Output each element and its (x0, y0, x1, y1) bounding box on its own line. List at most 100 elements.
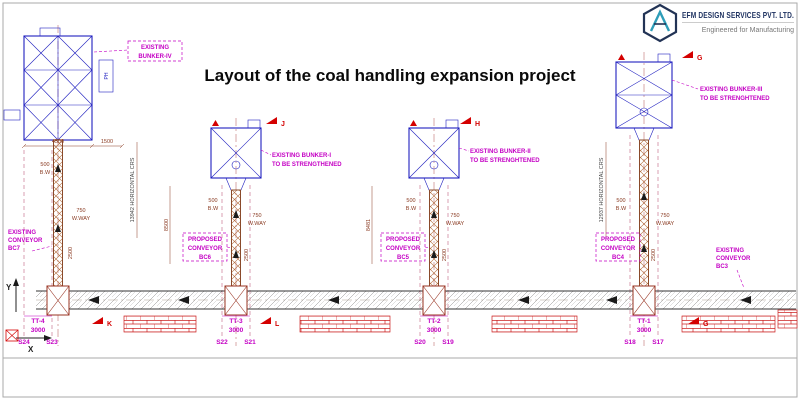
belt-width-label: 500 B.W 750 W.WAY (406, 198, 465, 227)
dim-bw: B.W (40, 170, 51, 176)
dim-1500: 1500 (101, 139, 113, 145)
flag-label: H (475, 121, 480, 128)
bunker-iv-structure: PH (3, 27, 114, 141)
label-line: BC7 (8, 246, 21, 252)
y-axis-label: Y (6, 283, 12, 292)
dim-wway: W.WAY (656, 221, 675, 227)
label-proposed-conveyor-bc6: PROPOSED CONVEYOR BC6 (182, 232, 232, 262)
brick-wall-5 (777, 309, 798, 329)
label-line: EXISTING (8, 230, 36, 236)
label-existing-bunker-ii: EXISTING BUNKER-II TO BE STRENGHTENED (458, 147, 540, 164)
pedestal (224, 285, 248, 316)
dim-crs-right: 12937 HORIZONTAL CRS (599, 157, 605, 222)
bunker-ii-structure (408, 119, 460, 191)
label-line: BC5 (397, 255, 410, 261)
flag-icon (266, 117, 277, 124)
y-axis-arrow-icon (13, 278, 19, 286)
flag-l: L (260, 317, 280, 328)
grid-marker-s21: S21 (244, 339, 256, 346)
flag-icon (688, 317, 699, 324)
label-line: EXISTING (716, 248, 744, 254)
dim-2500: 2500 (651, 249, 657, 261)
label-line: EXISTING (141, 45, 169, 51)
brick-walls (123, 309, 798, 333)
dimension-annotations: 4500 1500 13942 HORIZONTAL CRS 12937 HOR… (21, 139, 675, 264)
red-marker (618, 54, 625, 60)
tt-label: TT-1 (637, 318, 651, 325)
flag-icon (92, 317, 103, 324)
dim-2500: 2500 (442, 249, 448, 261)
label-existing-bunker-iii: EXISTING BUNKER-III TO BE STRENGHTENED (671, 79, 770, 102)
label-line: CONVEYOR (716, 256, 751, 262)
bunker-i-structure (210, 119, 262, 191)
origin-marker (5, 329, 19, 342)
dim-4500: 4500 (52, 139, 64, 145)
grid-marker-s17: S17 (652, 339, 664, 346)
label-line: BUNKER-IV (138, 54, 171, 60)
bunker-iii-structure (615, 53, 673, 141)
label-line: EXISTING BUNKER-III (700, 87, 763, 93)
efm-logo-icon (642, 3, 678, 43)
equipment-labels: EXISTING BUNKER-IV EXISTING BUNKER-I TO … (8, 40, 770, 289)
label-line: EXISTING BUNKER-I (272, 153, 331, 159)
tower-2 (231, 189, 241, 289)
flag-icon (682, 51, 693, 58)
grid-marker-s22: S22 (216, 339, 228, 346)
small-note-box (3, 109, 21, 121)
label-line: TO BE STRENGHTENED (700, 96, 770, 102)
dim-500: 500 (40, 162, 49, 168)
label-line: CONVEYOR (386, 246, 421, 252)
label-proposed-conveyor-bc5: PROPOSED CONVEYOR BC5 (380, 232, 430, 262)
horizontal-conveyor (36, 290, 796, 310)
label-line: BC6 (199, 255, 212, 261)
x-axis-arrow-icon (44, 335, 52, 341)
dim-500: 500 (208, 198, 217, 204)
tower-1 (53, 139, 63, 289)
page-title: Layout of the coal handling expansion pr… (204, 66, 576, 85)
tt-label: TT-4 (31, 318, 45, 325)
label-line: PROPOSED (601, 237, 636, 243)
belt-width-label: 500 B.W 750 W.WAY (40, 162, 91, 222)
flag-k: K (92, 317, 112, 328)
ph-box-label: PH (104, 72, 110, 79)
tt-label: TT-2 (427, 318, 441, 325)
dim-bw: B.W (406, 206, 417, 212)
brick-wall-3 (491, 315, 578, 333)
company-name: EFM DESIGN SERVICES PVT. LTD. (682, 10, 794, 20)
company-tagline: Engineered for Manufacturing (702, 27, 794, 34)
label-line: CONVEYOR (8, 238, 43, 244)
dim-750: 750 (450, 213, 459, 219)
dim-wway: W.WAY (446, 221, 465, 227)
flag-label: J (281, 121, 285, 128)
dim-500: 500 (616, 198, 625, 204)
dim-bw: B.W (208, 206, 219, 212)
dim-wway: W.WAY (72, 216, 91, 222)
flag-j: J (266, 117, 285, 128)
grid-marker-s20: S20 (414, 339, 426, 346)
brick-wall-4 (681, 315, 776, 333)
belt-width-label: 500 B.W 750 W.WAY (208, 198, 267, 227)
flag-label: L (275, 321, 280, 328)
tower-pedestals (46, 285, 656, 316)
tt-span: 3000 (31, 327, 46, 334)
label-line: CONVEYOR (601, 246, 636, 252)
label-line: BC4 (612, 255, 625, 261)
tt-span: 3000 (229, 327, 244, 334)
label-line: PROPOSED (188, 237, 223, 243)
dim-2500: 2500 (68, 247, 74, 259)
pedestal (422, 285, 446, 316)
dim-750: 750 (252, 213, 261, 219)
pedestal (46, 285, 70, 316)
label-line: CONVEYOR (188, 246, 223, 252)
grid-marker-s24: S24 (18, 339, 30, 346)
brick-wall-2 (299, 315, 391, 333)
grid-marker-s23: S23 (46, 339, 58, 346)
label-existing-conveyor-bc7: EXISTING CONVEYOR BC7 (8, 230, 53, 252)
label-existing-bunker-i: EXISTING BUNKER-I TO BE STRENGTHENED (260, 149, 342, 168)
dim-crs-left: 13942 HORIZONTAL CRS (130, 157, 136, 222)
label-line: TO BE STRENGHTENED (470, 158, 540, 164)
flag-g-bottom: G (688, 317, 709, 328)
x-axis-label: X (28, 345, 34, 354)
